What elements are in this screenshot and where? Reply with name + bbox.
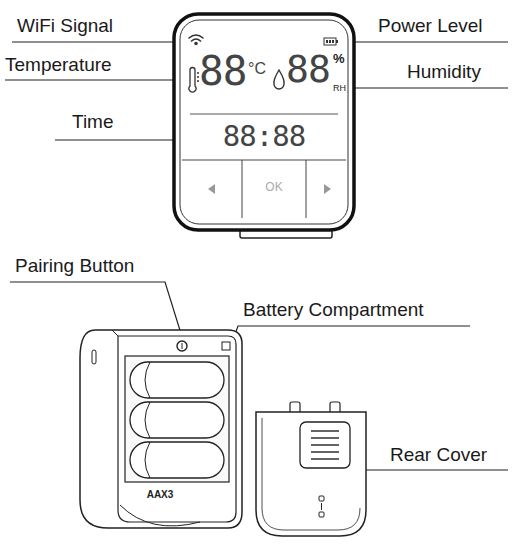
lcd-unit: %: [333, 52, 345, 66]
printed-mark: AAX3: [147, 489, 174, 500]
rear-cover: [256, 402, 366, 536]
callout-label: Battery Compartment: [243, 300, 424, 321]
leader-line: [352, 87, 508, 88]
wifi-icon: [189, 35, 203, 45]
leader-line: [338, 41, 508, 42]
callout-label: Time: [72, 112, 114, 133]
leader-line: [230, 326, 470, 348]
droplet-icon: [274, 70, 284, 89]
button-label: OK: [265, 181, 282, 194]
callout-label: Pairing Button: [15, 256, 134, 277]
thermometer-icon: [189, 68, 199, 92]
lcd-digits: 88: [286, 49, 330, 91]
lcd-unit: RH: [333, 84, 346, 94]
callout-label: Temperature: [5, 55, 112, 76]
lcd-time: 88:88: [223, 121, 305, 153]
front-device: [174, 14, 354, 238]
leader-line: [5, 79, 188, 80]
leader-line: [12, 41, 188, 42]
left-arrow: [208, 184, 215, 194]
callout-label: WiFi Signal: [17, 16, 113, 37]
callout-label: Humidity: [407, 62, 481, 83]
callout-label: Rear Cover: [390, 445, 487, 466]
lcd-unit: °C: [248, 60, 266, 78]
callout-label: Power Level: [378, 16, 483, 37]
lcd-digits: 88: [199, 49, 246, 94]
battery-icon: [324, 38, 338, 45]
right-arrow: [324, 184, 331, 194]
leader-line: [366, 469, 508, 470]
battery-housing: [80, 330, 242, 528]
